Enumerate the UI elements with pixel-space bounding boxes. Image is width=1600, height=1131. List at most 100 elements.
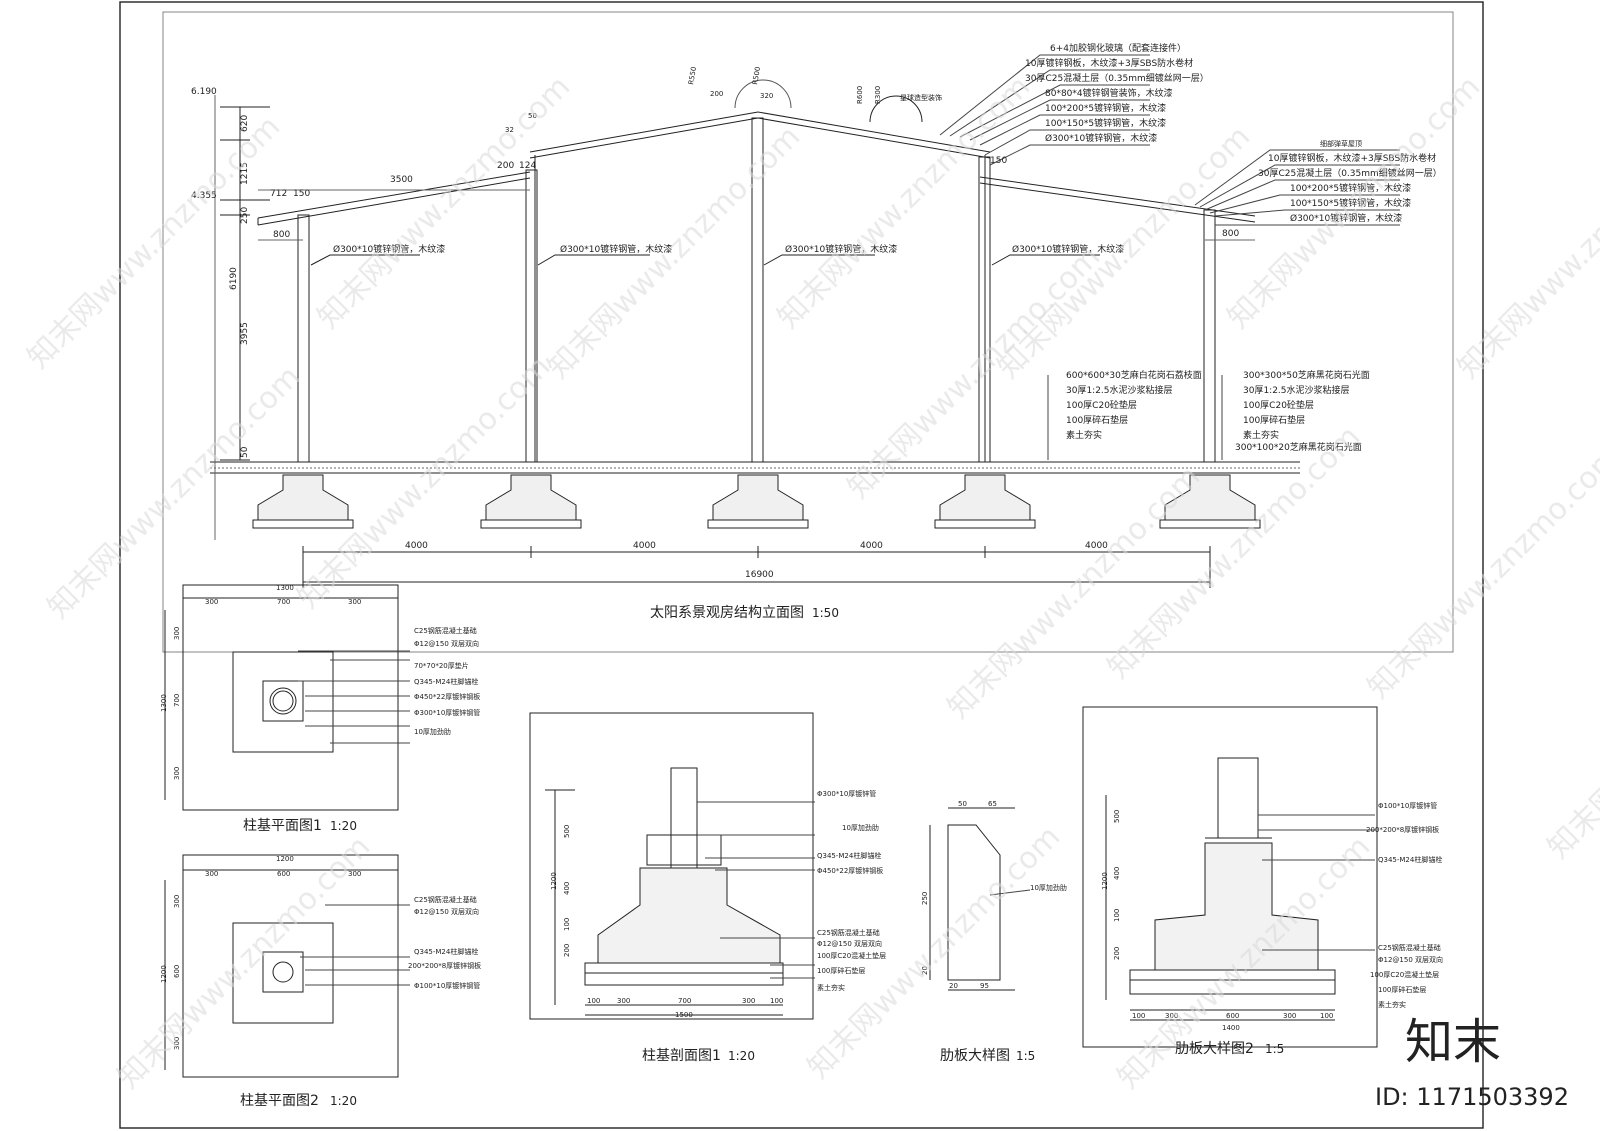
section1-note-7: 100厚C20混凝土垫层 <box>817 951 886 960</box>
detail2-side-500: 500 <box>1113 810 1121 823</box>
rib-top-65: 65 <box>988 800 997 808</box>
plan1-note-4: Q345-M24柱脚锚栓 <box>414 677 478 686</box>
span-dim-1: 4000 <box>405 541 428 551</box>
ldim-200: 200 <box>497 161 514 171</box>
elevation-frame <box>162 11 1454 653</box>
plan2-side-b: 600 <box>173 965 181 978</box>
detail2-scale: 1:5 <box>1265 1042 1284 1056</box>
plan2-dim-c: 300 <box>348 870 361 878</box>
detail2-note-7: 100厚碎石垫层 <box>1378 985 1426 994</box>
section1-note-8: 100厚碎石垫层 <box>817 966 865 975</box>
elevation-drawing <box>210 54 1400 588</box>
column-note-1: Ø300*10镀锌钢管，木纹漆 <box>333 243 445 255</box>
floor-note-left-2: 30厚1:2.5水泥沙浆粘接层 <box>1066 384 1173 396</box>
ldim-800: 800 <box>273 230 290 240</box>
footing <box>252 474 354 529</box>
plan1-note-2: Φ12@150 双层双向 <box>414 639 479 648</box>
plan1-side-a: 300 <box>173 627 181 640</box>
column-note-2: Ø300*10镀锌钢管，木纹漆 <box>560 243 672 255</box>
watermark-text: 知末网www.znzmo.com <box>1221 69 1487 335</box>
floor-note-right-2: 30厚1:2.5水泥沙浆粘接层 <box>1243 384 1350 396</box>
plan1-side-c: 300 <box>173 767 181 780</box>
detail2-bottom-4: 300 <box>1283 1012 1296 1020</box>
detail2-note-4: C25钢筋混凝土基础 <box>1378 943 1441 952</box>
detail2-note-5: Φ12@150 双层双向 <box>1378 955 1443 964</box>
right-roof-note-1: 细部弹草屋顶 <box>1320 139 1362 148</box>
plan2-side-a: 300 <box>173 895 181 908</box>
section1-note-3: Q345-M24柱脚锚栓 <box>817 851 881 860</box>
plan1-note-5: Φ450*22厚镀锌钢板 <box>414 692 480 701</box>
ldim-3500: 3500 <box>390 175 413 185</box>
ldim-124: 124 <box>519 161 536 171</box>
rib-scale: 1:5 <box>1016 1049 1035 1063</box>
plan2-dim-a: 300 <box>205 870 218 878</box>
section1-bottom-2: 300 <box>617 997 630 1005</box>
span-dim-3: 4000 <box>860 541 883 551</box>
detail2-title: 肋板大样图2 <box>1175 1041 1254 1057</box>
section1-bottom-3: 700 <box>678 997 691 1005</box>
elevation-title: 太阳系景观房结构立面图 <box>650 605 804 621</box>
brand-block: 知末 ID: 1171503392 <box>1375 1014 1569 1111</box>
ldim-150: 150 <box>293 189 310 199</box>
sheet-border <box>119 1 1484 1129</box>
floor-note-left-1: 600*600*30芝麻白花岗石荔枝面 <box>1066 369 1202 381</box>
section1-scale: 1:20 <box>728 1049 755 1063</box>
roof-dim-200: 200 <box>710 90 723 98</box>
plan2-scale: 1:20 <box>330 1094 357 1108</box>
watermark-text: 知末网www.znzmo.com <box>1451 119 1600 385</box>
plan1-dim-a: 300 <box>205 598 218 606</box>
section1-note-4: Φ450*22厚镀锌钢板 <box>817 866 883 875</box>
plan1-note-7: 10厚加劲肋 <box>414 727 451 736</box>
rib-top-50: 50 <box>958 800 967 808</box>
rib-side-250: 250 <box>921 892 929 905</box>
rib-bottom-95: 95 <box>980 982 989 990</box>
plan1-note-1: C25钢筋混凝土基础 <box>414 626 477 635</box>
detail2-note-8: 素土夯实 <box>1378 1000 1406 1009</box>
right-roof-note-6: Ø300*10镀锌钢管，木纹漆 <box>1290 212 1402 224</box>
detail2-note-6: 100厚C20混凝土垫层 <box>1370 970 1439 979</box>
roof-dim-r600: R600 <box>856 86 864 104</box>
plan-1 <box>164 584 410 811</box>
roof-dim-32: 32 <box>505 126 514 134</box>
vdim-250: 250 <box>240 207 250 224</box>
brand-id: ID: 1171503392 <box>1375 1083 1569 1111</box>
detail-2 <box>1082 706 1378 1048</box>
plan1-dim-b: 700 <box>277 598 290 606</box>
plan1-dim-total: 1300 <box>276 584 294 592</box>
plan2-note-4: 200*200*8厚镀锌钢板 <box>408 961 481 970</box>
right-roof-note-5: 100*150*5镀锌钢管，木纹漆 <box>1290 197 1411 209</box>
plan2-title: 柱基平面图2 <box>240 1092 319 1109</box>
plan1-note-6: Φ300*10厚镀锌钢管 <box>414 708 480 717</box>
floor-note-right-4: 100厚碎石垫层 <box>1243 414 1305 426</box>
plan2-note-1: C25钢筋混凝土基础 <box>414 895 477 904</box>
plan2-dim-total: 1200 <box>276 855 294 863</box>
plan2-side-c: 300 <box>173 1037 181 1050</box>
roof-dim-320: 320 <box>760 92 773 100</box>
detail2-note-3: Q345-M24柱脚锚栓 <box>1378 855 1442 864</box>
watermark-text: 知末网www.znzmo.com <box>41 359 307 625</box>
plan2-note-2: Φ12@150 双层双向 <box>414 907 479 916</box>
level-top: 6.190 <box>191 87 217 97</box>
watermark-text: 知末网www.znzmo.com <box>771 69 1037 335</box>
elevation-scale: 1:50 <box>812 606 839 620</box>
footing <box>934 474 1036 529</box>
span-dim-2: 4000 <box>633 541 656 551</box>
plan2-dim-b: 600 <box>277 870 290 878</box>
roof-dim-r550: R550 <box>687 66 698 85</box>
detail2-bottom-5: 100 <box>1320 1012 1333 1020</box>
floor-note-right-6: 300*100*20芝麻黑花岗石光面 <box>1235 441 1362 453</box>
section1-note-9: 素土夯实 <box>817 983 845 992</box>
watermark-text: 知末网www.znzmo.com <box>1101 419 1367 685</box>
section1-side-100: 100 <box>563 918 571 931</box>
brand-logo: 知末 <box>1405 1014 1501 1070</box>
detail2-note-2: 200*200*8厚镀锌钢板 <box>1366 825 1439 834</box>
section1-side-500: 500 <box>563 825 571 838</box>
plan1-dim-c: 300 <box>348 598 361 606</box>
detail2-note-1: Φ100*10厚镀锌管 <box>1378 801 1437 810</box>
rdim-150: 150 <box>990 156 1007 166</box>
rdim-800: 800 <box>1222 229 1239 239</box>
plan-2 <box>164 854 410 1078</box>
total-dim: 16900 <box>745 570 774 580</box>
detail2-total: 1400 <box>1222 1024 1240 1032</box>
ldim-712: 712 <box>270 189 287 199</box>
